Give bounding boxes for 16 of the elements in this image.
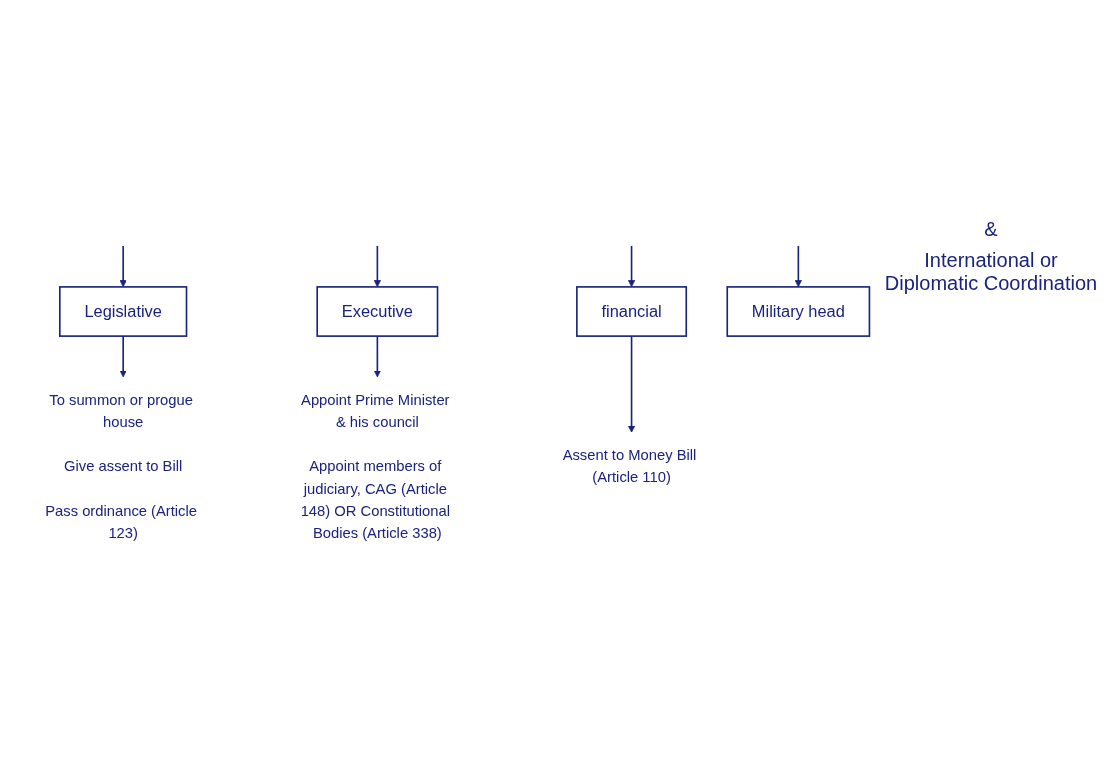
node-box: Legislative bbox=[59, 286, 188, 337]
arrow bbox=[119, 245, 127, 288]
node-box: Executive bbox=[316, 286, 439, 337]
arrow bbox=[373, 245, 381, 288]
node-text: Assent to Money Bill (Article 110) bbox=[562, 447, 697, 486]
arrow bbox=[373, 335, 381, 378]
node-text: Appoint Prime Minister & his council Appoint members of judiciary, CAG (Article 148) OR Constitutional Bodies (Article 338) bbox=[300, 391, 450, 542]
note-text: International or Diplomatic Coordination bbox=[883, 249, 1099, 295]
node-box: financial bbox=[576, 286, 688, 337]
node-box: Military head bbox=[726, 286, 871, 337]
arrow bbox=[627, 245, 636, 288]
node-text: To summon or progue house Give assent to Bill Pass ordinance (Article 123) bbox=[45, 391, 197, 542]
note-text: & bbox=[983, 218, 999, 241]
arrow bbox=[119, 335, 127, 378]
arrow bbox=[627, 335, 636, 433]
arrow bbox=[794, 245, 802, 288]
